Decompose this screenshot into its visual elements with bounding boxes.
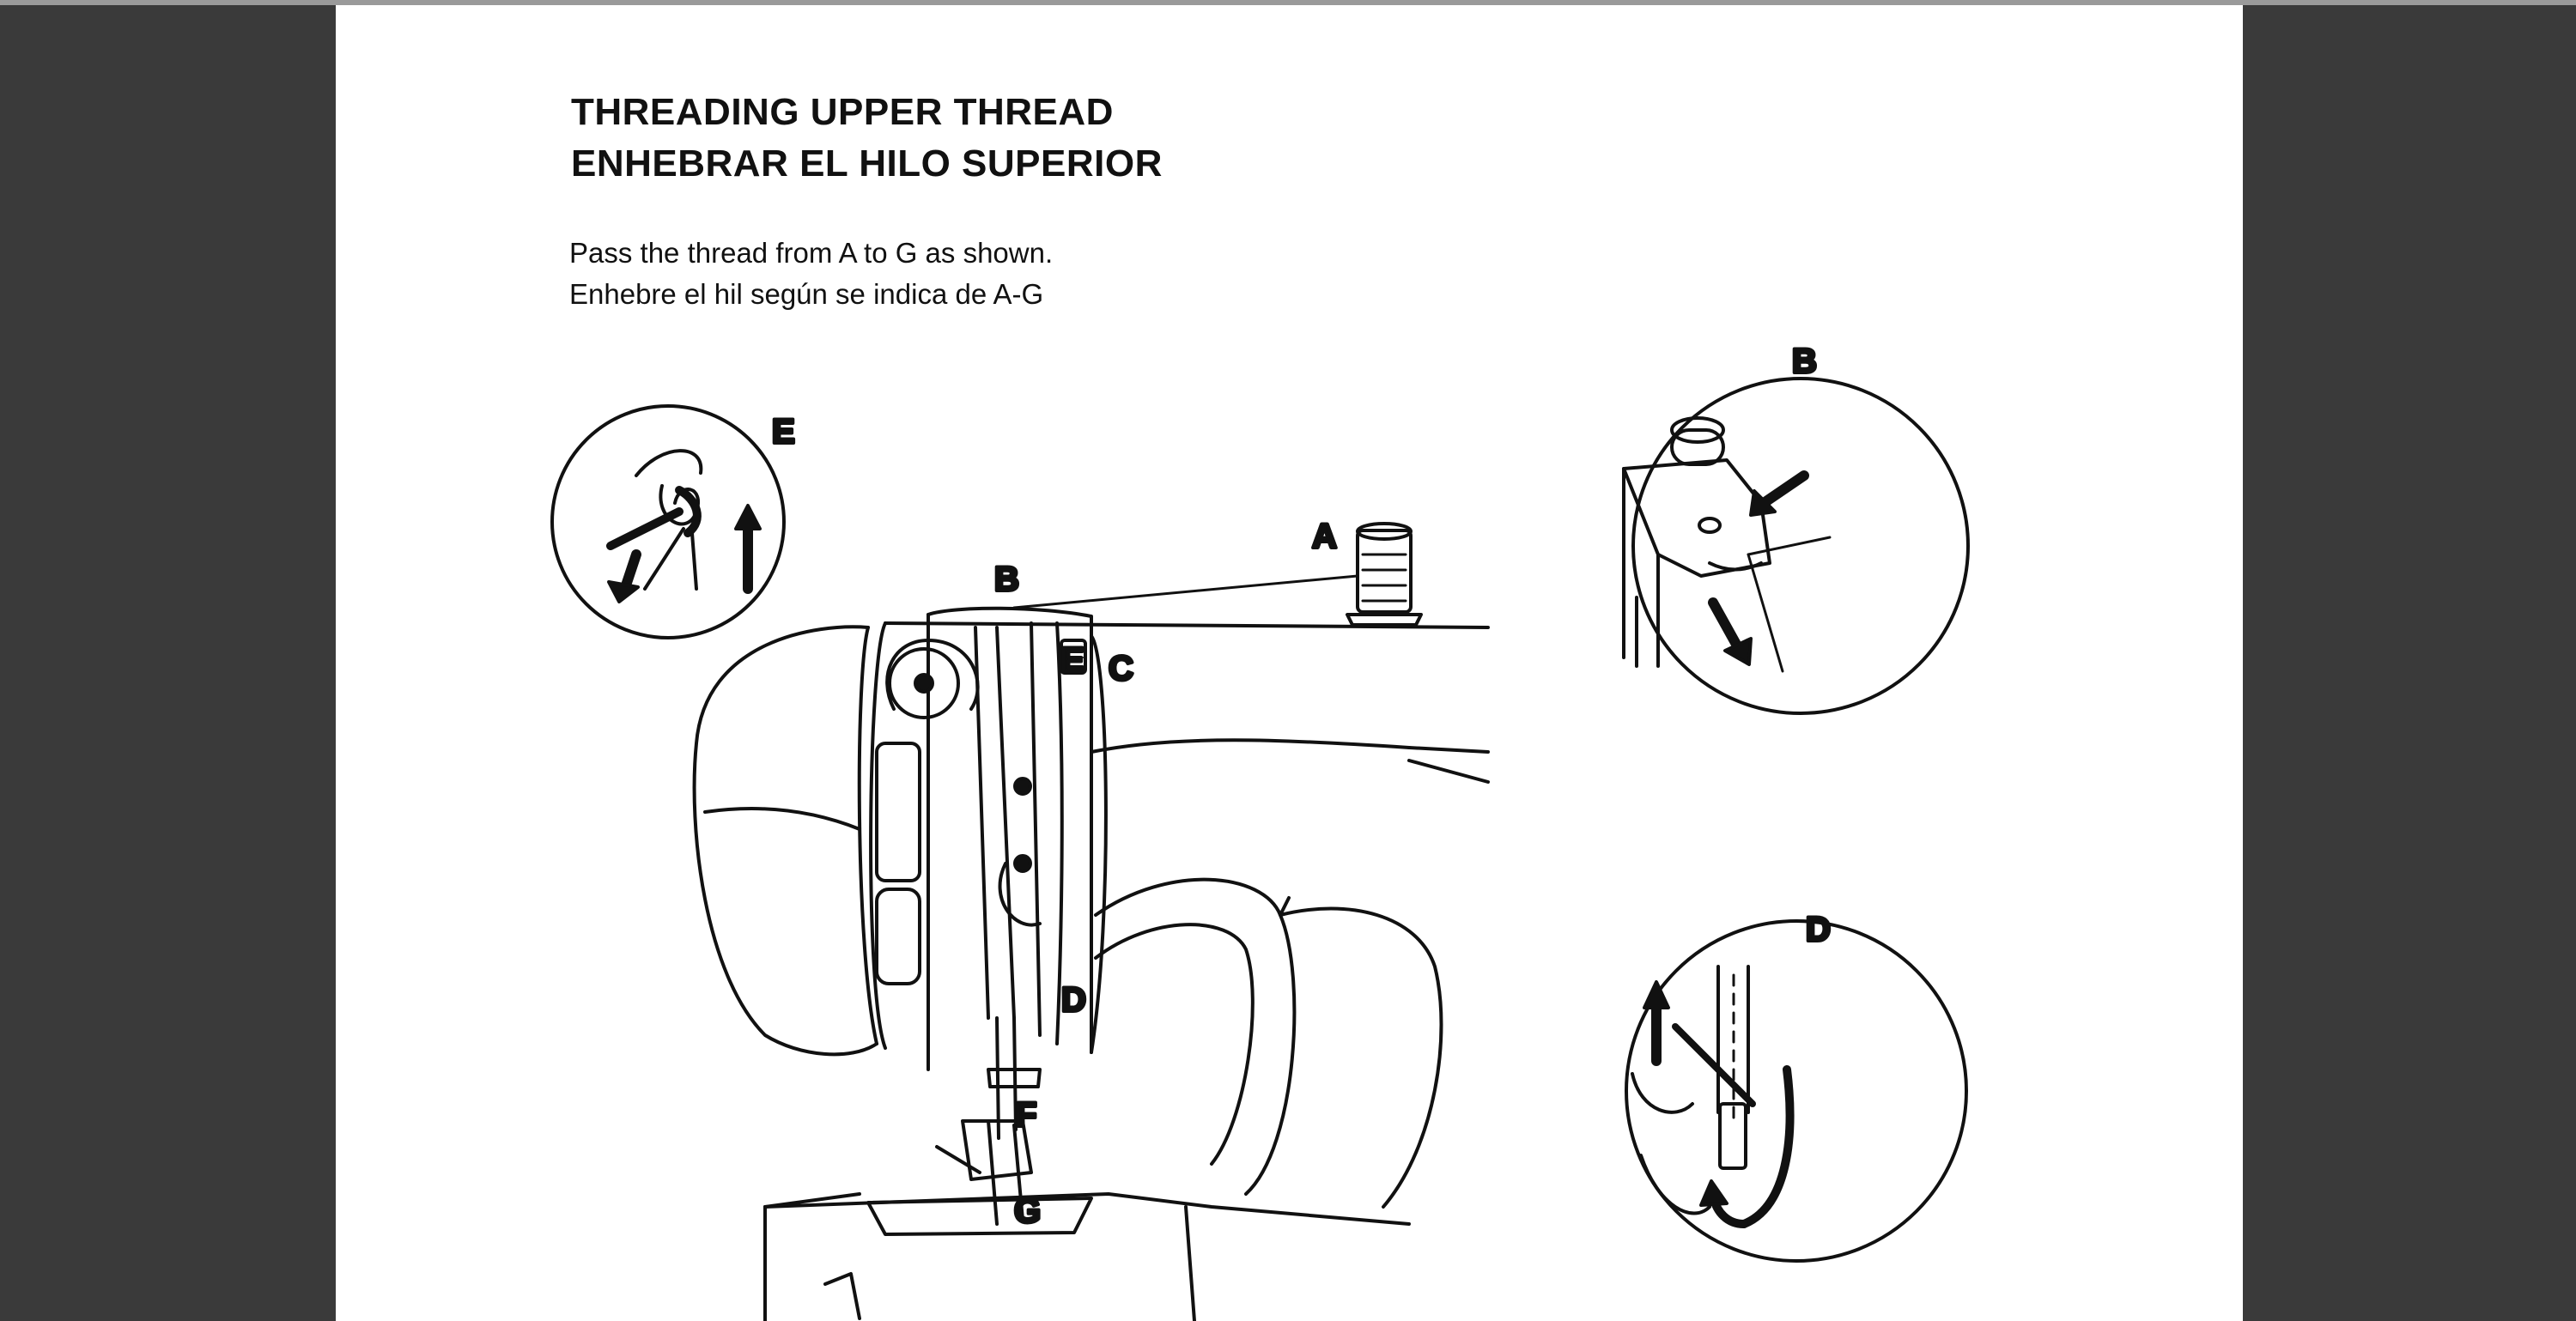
inset-label-b: B bbox=[1792, 342, 1817, 380]
inset-d-thread-guide bbox=[1625, 919, 1968, 1263]
inset-label-d: D bbox=[1806, 911, 1831, 948]
document-page: THREADING UPPER THREAD ENHEBRAR EL HILO … bbox=[336, 5, 2243, 1321]
threading-illustration: A B C E D F G E bbox=[550, 341, 1970, 1321]
instruction-english: Pass the thread from A to G as shown. bbox=[569, 237, 1054, 269]
label-b: B bbox=[994, 561, 1019, 598]
inset-label-e: E bbox=[772, 413, 795, 451]
label-d: D bbox=[1061, 981, 1086, 1019]
thread-line bbox=[1012, 574, 1359, 609]
inset-e-thread-guide bbox=[550, 404, 786, 639]
instruction-spanish: Enhebre el hil según se indica de A-G bbox=[569, 278, 1044, 310]
heading-english: THREADING UPPER THREAD bbox=[571, 91, 1114, 133]
inset-b-thread-guide bbox=[1622, 377, 1970, 715]
sewing-machine-drawing bbox=[692, 522, 1490, 1321]
label-c: C bbox=[1109, 650, 1133, 688]
viewer-top-bar bbox=[0, 0, 2576, 5]
label-g: G bbox=[1014, 1192, 1041, 1230]
spool-drawing bbox=[1346, 522, 1423, 627]
label-a: A bbox=[1312, 518, 1337, 555]
heading-spanish: ENHEBRAR EL HILO SUPERIOR bbox=[571, 142, 1163, 185]
label-f: F bbox=[1016, 1096, 1036, 1134]
label-e: E bbox=[1061, 641, 1084, 679]
